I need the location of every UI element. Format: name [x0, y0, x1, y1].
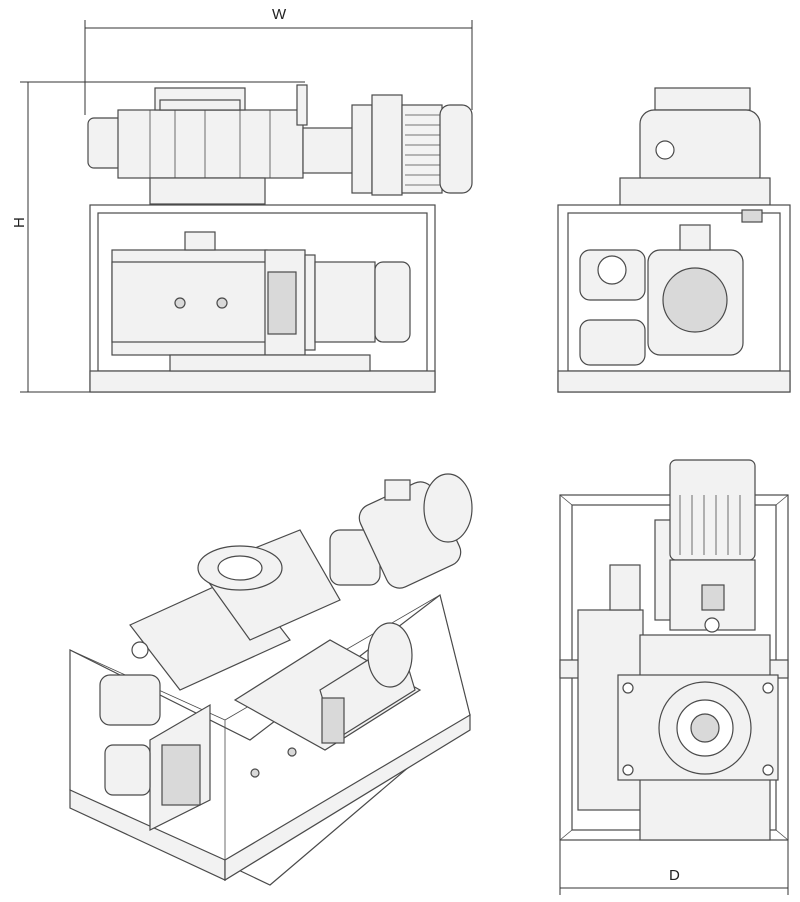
top-view — [559, 459, 789, 841]
height-label: H — [11, 217, 28, 228]
depth-label: D — [669, 867, 680, 884]
front-view — [87, 84, 473, 393]
isometric-view — [69, 473, 473, 886]
width-label: W — [272, 6, 287, 23]
side-view — [557, 87, 791, 393]
dimension-height: H — [11, 81, 305, 393]
dimension-width: W — [84, 6, 473, 115]
dimension-depth: D — [559, 840, 789, 895]
